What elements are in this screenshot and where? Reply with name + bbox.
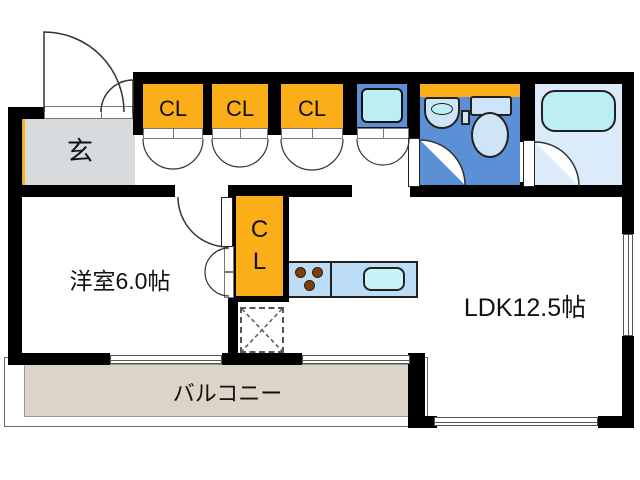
stove-burner-3	[304, 280, 315, 291]
closet-2-label: CL	[225, 95, 255, 121]
bathroom-door-leaf	[523, 140, 535, 187]
hall-closet-label-l: L	[252, 248, 267, 275]
front-door-sill	[44, 106, 133, 119]
wall-closet-gap-0	[133, 72, 143, 135]
hall-closet-label-c: C	[250, 216, 269, 243]
stove-burner-1	[295, 267, 306, 278]
wall-top-band	[133, 72, 634, 84]
window-wroom-balcony	[110, 355, 222, 364]
refrigerator-space	[240, 307, 284, 353]
toilet-bowl	[471, 112, 509, 158]
balcony-deck	[24, 364, 418, 417]
stove-burner-2	[312, 267, 323, 278]
wall-south-wroom	[8, 353, 110, 365]
washing-space-bifold-arcs	[356, 138, 410, 166]
closet-3-panels	[281, 128, 343, 139]
closet-1-label: CL	[158, 95, 188, 121]
hall-closet: C L	[230, 190, 289, 302]
wall-left	[8, 107, 22, 365]
wall-right-lower	[622, 336, 634, 428]
room-label-western-room: 洋室6.0帖	[69, 268, 171, 294]
wall-balcony-right	[408, 353, 425, 428]
washing-space-panels	[357, 128, 409, 139]
entrance-floor	[25, 113, 135, 185]
washing-machine-space	[355, 82, 409, 129]
western-room-door-leaf	[221, 197, 233, 247]
front-door-main-swing	[43, 31, 125, 113]
wall-hallcloset-stub	[228, 298, 238, 362]
wall-toilet-left	[408, 82, 420, 140]
window-ldk-east	[623, 234, 633, 336]
hall-closet-panel-top	[224, 246, 234, 272]
closet-2-bifold-arcs	[211, 138, 269, 168]
closet-1-panels	[143, 128, 203, 139]
hand-basin-bowl	[431, 103, 453, 115]
wall-closet-gap-3	[343, 72, 357, 135]
closet-1-bifold-arcs	[142, 138, 204, 170]
wall-toilet-bath	[520, 82, 535, 142]
wall-closet-gap-1	[203, 72, 212, 135]
wall-hall-south-a	[8, 185, 175, 197]
window-ldk-balcony	[302, 355, 410, 364]
room-label-ldk: LDK12.5帖	[463, 294, 587, 322]
toilet-flush-handle	[461, 110, 470, 125]
room-label-entrance: 玄	[66, 136, 93, 166]
counter-divider	[330, 263, 332, 296]
bathtub	[541, 90, 616, 132]
wall-closet-gap-2	[268, 72, 281, 135]
closet-3-bifold-arcs	[280, 138, 344, 171]
toilet-door-leaf	[408, 138, 420, 187]
room-label-balcony: バルコニー	[172, 381, 283, 406]
hand-basin	[424, 97, 460, 129]
window-ldk-south	[434, 417, 598, 426]
kitchen-sink	[363, 267, 405, 291]
hall-closet-panel-bottom	[224, 272, 234, 298]
closet-3-label: CL	[297, 95, 327, 121]
wall-ldk-bottom-right	[598, 416, 634, 428]
wall-south-mid	[222, 353, 302, 365]
closet-2-panels	[212, 128, 268, 139]
hall-closet-inner: C L	[236, 196, 283, 296]
toilet-shelf	[420, 84, 520, 97]
wall-top-left	[8, 107, 44, 119]
washing-machine-pan	[361, 88, 403, 123]
wall-right-upper	[622, 72, 634, 234]
